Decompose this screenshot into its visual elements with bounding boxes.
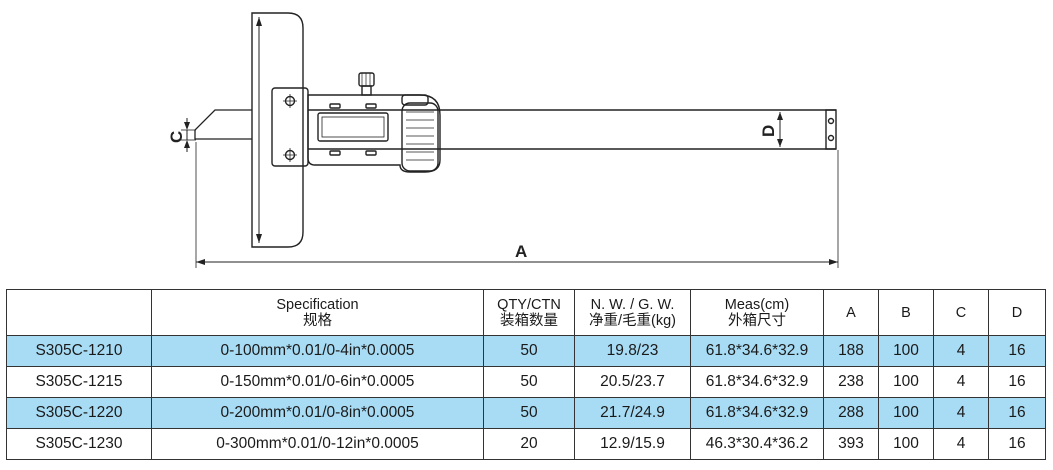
cell-c: 4	[933, 397, 989, 429]
button-top-left	[329, 103, 341, 109]
cell-meas: 61.8*34.6*32.9	[690, 397, 824, 429]
cell-model: S305C-1220	[6, 397, 152, 429]
thumb-roller	[401, 102, 439, 172]
cell-weight: 12.9/15.9	[574, 428, 691, 460]
header-model	[6, 289, 152, 336]
cell-meas: 61.8*34.6*32.9	[690, 335, 824, 367]
table-header-row: Specification 规格 QTY/CTN 装箱数量 N. W. / G.…	[6, 289, 1046, 336]
cell-d: 16	[988, 366, 1046, 398]
cell-b: 100	[878, 397, 934, 429]
cell-qty-ctn: 50	[483, 335, 575, 367]
cell-model: S305C-1230	[6, 428, 152, 460]
header-weight: N. W. / G. W. 净重/毛重(kg)	[574, 289, 691, 336]
cell-specification: 0-150mm*0.01/0-6in*0.0005	[151, 366, 484, 398]
depth-gauge-drawing: A C D	[167, 12, 839, 268]
cell-a: 238	[823, 366, 879, 398]
cell-specification: 0-100mm*0.01/0-4in*0.0005	[151, 335, 484, 367]
header-specification: Specification 规格	[151, 289, 484, 336]
cell-qty-ctn: 50	[483, 366, 575, 398]
header-b: B	[878, 289, 934, 336]
cell-qty-ctn: 20	[483, 428, 575, 460]
cell-weight: 19.8/23	[574, 335, 691, 367]
header-a: A	[823, 289, 879, 336]
button-bottom-left	[329, 150, 341, 156]
cell-meas: 61.8*34.6*32.9	[690, 366, 824, 398]
header-meas: Meas(cm) 外箱尺寸	[690, 289, 824, 336]
button-top-right	[365, 103, 377, 109]
cell-c: 4	[933, 366, 989, 398]
cell-a: 393	[823, 428, 879, 460]
dimension-label-c: C	[167, 131, 186, 143]
cell-a: 288	[823, 397, 879, 429]
base-plate	[251, 12, 304, 248]
cell-model: S305C-1215	[6, 366, 152, 398]
dimension-label-d: D	[759, 125, 778, 137]
cell-qty-ctn: 50	[483, 397, 575, 429]
dimension-label-a: A	[515, 242, 527, 261]
header-d: D	[988, 289, 1046, 336]
cell-weight: 20.5/23.7	[574, 366, 691, 398]
specification-table: Specification 规格 QTY/CTN 装箱数量 N. W. / G.…	[6, 289, 1046, 460]
cell-b: 100	[878, 335, 934, 367]
cell-d: 16	[988, 335, 1046, 367]
ruler-end-cap	[825, 109, 837, 150]
cell-b: 100	[878, 366, 934, 398]
cell-c: 4	[933, 335, 989, 367]
cell-c: 4	[933, 428, 989, 460]
cell-d: 16	[988, 428, 1046, 460]
cell-d: 16	[988, 397, 1046, 429]
cell-b: 100	[878, 428, 934, 460]
cell-specification: 0-200mm*0.01/0-8in*0.0005	[151, 397, 484, 429]
cell-weight: 21.7/24.9	[574, 397, 691, 429]
probe-hook	[194, 109, 252, 140]
cell-a: 188	[823, 335, 879, 367]
cell-meas: 46.3*30.4*36.2	[690, 428, 824, 460]
header-qty-ctn: QTY/CTN 装箱数量	[483, 289, 575, 336]
header-c: C	[933, 289, 989, 336]
lock-screw-knob	[358, 72, 375, 87]
readout-body	[307, 94, 441, 173]
lcd-screen	[317, 112, 389, 142]
button-bottom-right	[365, 150, 377, 156]
cell-model: S305C-1210	[6, 335, 152, 367]
cell-specification: 0-300mm*0.01/0-12in*0.0005	[151, 428, 484, 460]
